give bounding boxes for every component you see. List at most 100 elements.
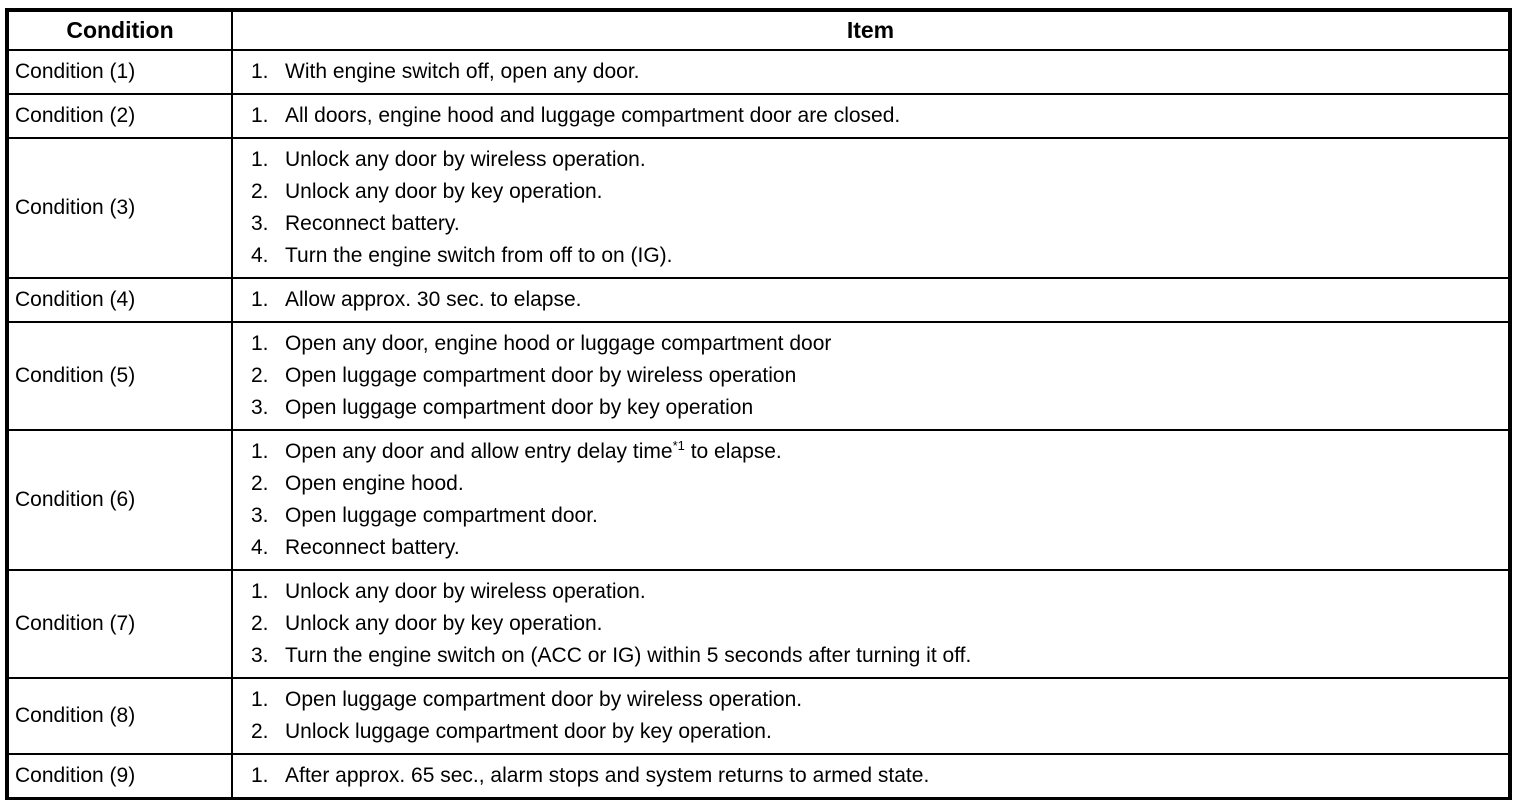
item-text-main: Unlock any door by key operation.	[285, 180, 603, 203]
condition-column-header: Condition	[6, 9, 233, 51]
item-text-main: Open luggage compartment door by wireles…	[285, 364, 797, 387]
item-line: 3. Open luggage compartment door.	[251, 500, 1500, 532]
item-text: Unlock luggage compartment door by key o…	[285, 716, 1500, 748]
footnote-marker: *1	[672, 438, 685, 453]
item-line: 1. Open luggage compartment door by wirel…	[251, 684, 1500, 716]
item-text: Unlock any door by wireless operation.	[285, 576, 1500, 608]
condition-label: Condition (5)	[6, 321, 233, 431]
item-line: 1. Unlock any door by wireless operation.	[251, 576, 1500, 608]
item-line: 2.Open engine hood.	[251, 468, 1500, 500]
item-text: Open luggage compartment door by wireles…	[285, 684, 1500, 716]
condition-item-table: Condition Item Condition (1) 1. With engin…	[5, 8, 1512, 800]
item-text-main: After approx. 65 sec., alarm stops and s…	[285, 764, 930, 787]
item-line: 2. Unlock any door by key operation.	[251, 608, 1500, 640]
item-number: 1.	[251, 440, 269, 463]
item-text-main: Open any door, engine hood or luggage co…	[285, 332, 832, 355]
item-text-main: Unlock any door by key operation.	[285, 612, 603, 635]
condition-label: Condition (7)	[6, 569, 233, 679]
item-text-main: Unlock any door by wireless operation.	[285, 148, 646, 171]
table-row: Condition (4) 1. Allow approx. 30 sec. to …	[6, 277, 1511, 323]
item-line: 3. Open luggage compartment door by key o…	[251, 392, 1500, 424]
item-cell: 1. Allow approx. 30 sec. to elapse.	[231, 277, 1511, 323]
item-text-main: With engine switch off, open any door.	[285, 60, 640, 83]
item-number: 3.	[251, 396, 269, 419]
item-line: 1. Open any door and allow entry delay ti…	[251, 436, 1500, 468]
item-text: Open luggage compartment door by key ope…	[285, 392, 1500, 424]
item-text: Open luggage compartment door.	[285, 500, 1500, 532]
item-text-main: Allow approx. 30 sec. to elapse.	[285, 288, 582, 311]
item-cell: 1. Open luggage compartment door by wirel…	[231, 677, 1511, 755]
item-text: Open luggage compartment door by wireles…	[285, 360, 1500, 392]
item-number: 2.	[251, 612, 269, 635]
item-text-main: Reconnect battery.	[285, 212, 460, 235]
item-cell: 1.Unlock any door by wireless operation.…	[231, 137, 1511, 279]
table-row: Condition (9) 1. After approx. 65 sec., al…	[6, 753, 1511, 800]
item-number: 3.	[251, 504, 269, 527]
table-body: Condition (1) 1. With engine switch off, o…	[6, 49, 1511, 800]
item-line: 1. After approx. 65 sec., alarm stops and…	[251, 760, 1500, 792]
item-number: 3.	[251, 212, 269, 235]
item-number: 3.	[251, 644, 269, 667]
item-column-header: Item	[231, 9, 1511, 51]
item-number: 1.	[251, 764, 269, 787]
item-text: Turn the engine switch on (ACC or IG) wi…	[285, 640, 1500, 672]
item-text: Open any door, engine hood or luggage co…	[285, 328, 1500, 360]
item-line: 3. Turn the engine switch on (ACC or IG) …	[251, 640, 1500, 672]
item-cell: 1. With engine switch off, open any door.	[231, 49, 1511, 95]
item-text-main: Reconnect battery.	[285, 536, 460, 559]
item-text: Reconnect battery.	[285, 532, 1500, 564]
item-line: 2. Open luggage compartment door by wirel…	[251, 360, 1500, 392]
item-text: After approx. 65 sec., alarm stops and s…	[285, 760, 1500, 792]
item-cell: 1. Unlock any door by wireless operation.…	[231, 569, 1511, 679]
item-line: 4. Reconnect battery.	[251, 532, 1500, 564]
item-cell: 1.Open any door, engine hood or luggage …	[231, 321, 1511, 431]
item-number: 1.	[251, 104, 269, 127]
item-number: 4.	[251, 244, 269, 267]
header-row: Condition Item	[6, 9, 1511, 51]
condition-label: Condition (1)	[6, 49, 233, 95]
item-text-main: Open luggage compartment door by wireles…	[285, 688, 803, 711]
table-row: Condition (1) 1. With engine switch off, o…	[6, 49, 1511, 95]
item-number: 1.	[251, 60, 269, 83]
item-number: 2.	[251, 180, 269, 203]
item-line: 1.Open any door, engine hood or luggage …	[251, 328, 1500, 360]
item-text-main: All doors, engine hood and luggage compa…	[285, 104, 901, 127]
item-text: Unlock any door by key operation.	[285, 176, 1500, 208]
item-number: 1.	[251, 580, 269, 603]
item-text: Reconnect battery.	[285, 208, 1500, 240]
item-text: All doors, engine hood and luggage compa…	[285, 100, 1500, 132]
item-number: 4.	[251, 536, 269, 559]
table-row: Condition (3)1.Unlock any door by wirele…	[6, 137, 1511, 279]
table-row: Condition (6)1.Open any door and allow e…	[6, 429, 1511, 571]
item-text: Unlock any door by key operation.	[285, 608, 1500, 640]
condition-label: Condition (4)	[6, 277, 233, 323]
item-line: 4. Turn the engine switch from off to on …	[251, 240, 1500, 272]
condition-label: Condition (8)	[6, 677, 233, 755]
table-row: Condition (8) 1. Open luggage compartment …	[6, 677, 1511, 755]
item-number: 1.	[251, 288, 269, 311]
table-row: Condition (5) 1.Open any door, engine hoo…	[6, 321, 1511, 431]
item-text: Allow approx. 30 sec. to elapse.	[285, 284, 1500, 316]
item-line: 3. Reconnect battery.	[251, 208, 1500, 240]
condition-label: Condition (9)	[6, 753, 233, 800]
item-number: 2.	[251, 364, 269, 387]
item-line: 2. Unlock any door by key operation.	[251, 176, 1500, 208]
item-text-main: Open luggage compartment door by key ope…	[285, 396, 754, 419]
item-text: Open any door and allow entry delay time…	[285, 436, 1500, 468]
item-cell: 1. Open any door and allow entry delay ti…	[231, 429, 1511, 571]
condition-label: Condition (2)	[6, 93, 233, 139]
item-text-main: Open any door and allow entry delay time	[285, 440, 673, 463]
item-line: 1. All doors, engine hood and luggage com…	[251, 100, 1500, 132]
item-text-main: Turn the engine switch from off to on (I…	[285, 244, 673, 267]
item-line: 1.Unlock any door by wireless operation.	[251, 144, 1500, 176]
item-text: With engine switch off, open any door.	[285, 56, 1500, 88]
table-row: Condition (2) 1. All doors, engine hood an…	[6, 93, 1511, 139]
table-row: Condition (7) 1. Unlock any door by wirele…	[6, 569, 1511, 679]
condition-label: Condition (3)	[6, 137, 233, 279]
item-number: 1.	[251, 688, 269, 711]
item-text-main: Unlock luggage compartment door by key o…	[285, 720, 772, 743]
item-line: 2. Unlock luggage compartment door by key…	[251, 716, 1500, 748]
item-number: 2.	[251, 720, 269, 743]
item-text-main: Open luggage compartment door.	[285, 504, 598, 527]
